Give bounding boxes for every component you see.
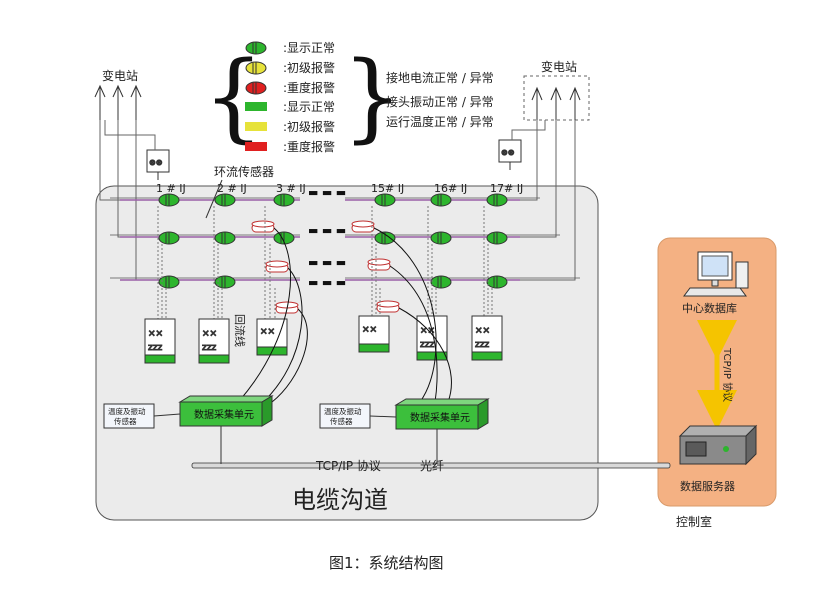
svg-text:⨯⨯: ⨯⨯	[420, 326, 435, 336]
substation-left-label: 变电站	[102, 68, 138, 83]
ellipsis-row-1: ▬ ▬ ▬	[308, 186, 346, 199]
joint-sensor	[273, 193, 295, 207]
tunnel-label: 电缆沟道	[292, 486, 388, 514]
joint-label-2: 2 # IJ	[217, 182, 247, 195]
substation-right-box	[523, 75, 590, 121]
ellipsis-row-3: ▬ ▬ ▬	[308, 256, 346, 269]
svg-text:⨯⨯: ⨯⨯	[260, 327, 275, 337]
joint-label-17: 17# IJ	[490, 182, 523, 195]
ground-box: ⨯⨯ zzz	[416, 315, 448, 361]
daq-unit-2-label: 数据采集单元	[410, 411, 470, 424]
svg-text:zzz: zzz	[420, 340, 434, 350]
signal-cables	[239, 227, 452, 406]
joint-labels: 1 # IJ 2 # IJ 3 # IJ 15# IJ 16# IJ 17# I…	[156, 182, 523, 195]
joint-sensor	[430, 193, 452, 207]
ring-sensor	[367, 258, 391, 271]
substation-left-outlets	[94, 84, 142, 120]
svg-text:⨯⨯: ⨯⨯	[475, 326, 490, 336]
legend-label-3: :重度报警	[283, 80, 335, 95]
ring-sensor	[251, 220, 275, 233]
legend-label-4: :显示正常	[283, 100, 335, 114]
fiber-label: 光纤	[420, 459, 444, 473]
legend-category-2: 接头振动正常 / 异常	[386, 94, 494, 109]
joint-sensor	[158, 231, 180, 245]
temp-sensor-2-line2: 传感器	[330, 416, 353, 426]
joint-ground-boxes: ⨯⨯ zzz ⨯⨯ zzz ⨯⨯ ⨯⨯ ⨯⨯ zzz ⨯⨯ zzz	[144, 315, 503, 364]
legend-label-6: :重度报警	[283, 139, 335, 154]
ring-sensor	[376, 300, 400, 313]
joint-sensor	[374, 193, 396, 207]
ring-sensor	[351, 220, 375, 233]
svg-text:⨯⨯: ⨯⨯	[148, 329, 163, 339]
daq-unit-1: 数据采集单元	[178, 395, 274, 427]
ring-sensor	[265, 260, 289, 273]
center-db-label: 中心数据库	[682, 301, 737, 315]
temp-vibration-sensor-2: 温度及振动 传感器	[319, 403, 397, 429]
daq-unit-1-label: 数据采集单元	[194, 408, 254, 421]
ring-sensor-label: 环流传感器	[214, 164, 274, 179]
svg-text:zzz: zzz	[148, 343, 162, 353]
return-line-label: 回流线	[233, 314, 247, 347]
temp-sensor-1-line1: 温度及振动	[108, 406, 146, 416]
legend-category-3: 运行温度正常 / 异常	[386, 114, 494, 129]
joint-sensor	[214, 193, 236, 207]
control-room-label: 控制室	[676, 514, 712, 529]
joint-label-3: 3 # IJ	[276, 182, 306, 195]
daq-unit-2: 数据采集单元	[394, 398, 490, 430]
svg-text:⨯⨯: ⨯⨯	[202, 329, 217, 339]
server-icon	[678, 424, 758, 466]
ellipsis-marks: ▬ ▬ ▬ ▬ ▬ ▬ ▬ ▬ ▬ ▬ ▬ ▬	[308, 186, 346, 289]
svg-text:⊗⊗: ⊗⊗	[501, 148, 514, 157]
ground-box: ⨯⨯ zzz	[144, 318, 176, 364]
temp-sensor-1-line2: 传感器	[114, 416, 137, 426]
ground-box: ⨯⨯ zzz	[471, 315, 503, 361]
ring-sensor-pointer	[205, 179, 223, 219]
svg-text:⨯⨯: ⨯⨯	[362, 325, 377, 335]
joint-sensor	[486, 193, 508, 207]
ellipsis-row-4: ▬ ▬ ▬	[308, 276, 346, 289]
ground-box-left: ⊗⊗	[146, 149, 170, 180]
ellipsis-row-2: ▬ ▬ ▬	[308, 224, 346, 237]
svg-text:⊗⊗: ⊗⊗	[149, 158, 162, 167]
substation-right-label: 变电站	[541, 59, 577, 74]
joint-sensor	[486, 275, 508, 289]
server-label: 数据服务器	[680, 479, 735, 493]
joint-sensor	[486, 231, 508, 245]
legend-category-1: 接地电流正常 / 异常	[386, 70, 494, 85]
figure-caption: 图1：系统结构图	[329, 554, 444, 572]
tcp-link-label: TCP/IP 协议	[721, 347, 734, 402]
joint-sensor	[430, 275, 452, 289]
computer-icon	[683, 251, 749, 297]
temp-vibration-sensor-1: 温度及振动 传感器	[103, 403, 181, 429]
ground-box-right: ⊗⊗	[498, 139, 522, 170]
ground-box: ⨯⨯ zzz	[198, 318, 230, 364]
joint-sensors	[158, 193, 508, 289]
fiber-backbone	[191, 426, 671, 469]
ground-dashed-lines	[157, 206, 493, 320]
joint-label-15: 15# IJ	[371, 182, 404, 195]
ground-box: ⨯⨯	[358, 315, 390, 353]
joint-label-1: 1 # IJ	[156, 182, 186, 195]
svg-text:zzz: zzz	[475, 340, 489, 350]
legend-label-2: :初级报警	[283, 60, 335, 75]
joint-sensor	[158, 275, 180, 289]
joint-label-16: 16# IJ	[434, 182, 467, 195]
legend-label-1: :显示正常	[283, 41, 335, 55]
temp-sensor-2-line1: 温度及振动	[324, 406, 362, 416]
legend-labels: :显示正常 :初级报警 :重度报警 :显示正常 :初级报警 :重度报警	[283, 41, 335, 154]
joint-sensor	[214, 275, 236, 289]
legend-label-5: :初级报警	[283, 119, 335, 134]
legend-brace-right: }	[342, 41, 403, 153]
legend-symbols	[245, 41, 267, 151]
svg-text:zzz: zzz	[202, 343, 216, 353]
substation-right-outlets	[531, 86, 581, 120]
legend-brace-left: {	[203, 41, 264, 153]
protocol-label: TCP/IP 协议	[315, 458, 381, 473]
legend-categories: 接地电流正常 / 异常 接头振动正常 / 异常 运行温度正常 / 异常	[386, 70, 494, 129]
joint-sensor	[430, 231, 452, 245]
joint-sensor	[158, 193, 180, 207]
joint-sensor	[214, 231, 236, 245]
